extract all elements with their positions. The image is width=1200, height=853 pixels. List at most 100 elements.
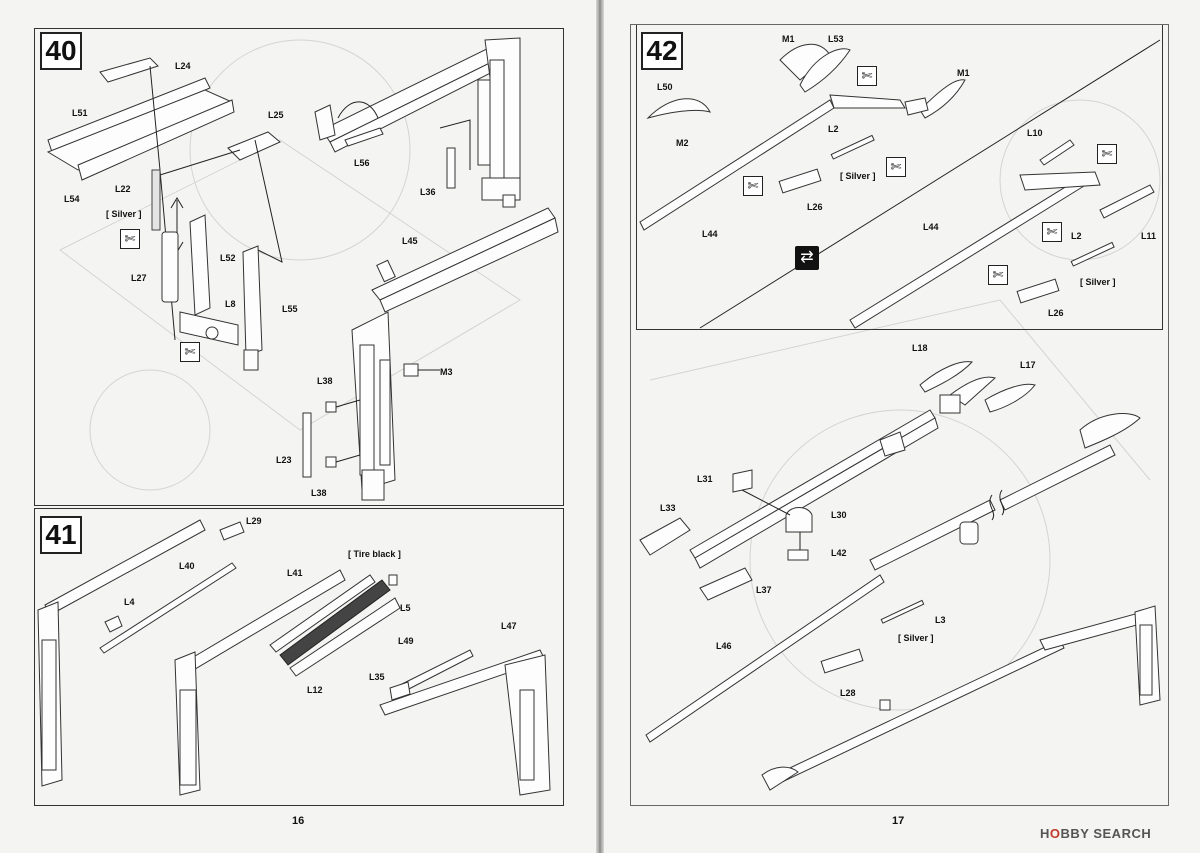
label-L51: L51 xyxy=(72,108,88,118)
step41-drawing xyxy=(37,519,551,796)
part-L33 xyxy=(639,517,691,556)
label-L5: L5 xyxy=(400,603,411,613)
part-L35 xyxy=(389,681,411,701)
label-L36: L36 xyxy=(420,187,436,197)
step40-crane-top xyxy=(314,37,521,208)
label-M1-left: M1 xyxy=(782,34,795,44)
step41-frame xyxy=(34,508,564,806)
label-L25: L25 xyxy=(268,110,284,120)
label-L53: L53 xyxy=(828,34,844,44)
label-L11: L11 xyxy=(1141,231,1157,241)
part-L31 xyxy=(732,469,753,493)
label-L41: L41 xyxy=(287,568,303,578)
step43-drawing xyxy=(639,361,1161,791)
part-L22 xyxy=(151,169,161,231)
part-L55 xyxy=(242,245,263,357)
part-L56 xyxy=(344,127,384,147)
glue-cement-icon: ✄ xyxy=(1097,144,1117,164)
glue-cement-icon: ✄ xyxy=(120,229,140,249)
part-L24 xyxy=(99,57,159,83)
label-L3: L3 xyxy=(935,615,946,625)
page-number-right: 17 xyxy=(892,815,905,827)
label-L46: L46 xyxy=(716,641,732,651)
hobby-search-watermark: HOBBY SEARCH xyxy=(1040,826,1152,841)
label-L37: L37 xyxy=(756,585,772,595)
label-L26-upper: L26 xyxy=(807,202,823,212)
glue-cement-icon: ✄ xyxy=(743,176,763,196)
label-L40: L40 xyxy=(179,561,195,571)
label-L17: L17 xyxy=(1020,360,1036,370)
label-L22: L22 xyxy=(115,184,131,194)
label-L44-upper: L44 xyxy=(702,229,718,239)
label-L2-lower: L2 xyxy=(1071,231,1082,241)
label-L35: L35 xyxy=(369,672,385,682)
part-L18 xyxy=(919,361,973,393)
label-tire-black: [ Tire black ] xyxy=(348,549,401,559)
label-M3: M3 xyxy=(440,367,453,377)
part-L53 xyxy=(799,48,851,93)
label-L30: L30 xyxy=(831,510,847,520)
part-L46 xyxy=(645,574,885,743)
label-L56: L56 xyxy=(354,158,370,168)
label-L4: L4 xyxy=(124,597,135,607)
label-L26-lower: L26 xyxy=(1048,308,1064,318)
label-silver-43: [ Silver ] xyxy=(898,633,934,643)
part-L3 xyxy=(880,599,925,624)
label-silver-42a: [ Silver ] xyxy=(840,171,876,181)
label-L33: L33 xyxy=(660,503,676,513)
part-L52 xyxy=(189,214,211,316)
part-L40 xyxy=(99,562,237,654)
part-L36 xyxy=(446,147,456,189)
label-L52: L52 xyxy=(220,253,236,263)
step40-drawing xyxy=(46,57,283,371)
glue-cement-icon: ✄ xyxy=(886,157,906,177)
part-L29 xyxy=(219,521,245,541)
part-L4 xyxy=(104,615,123,633)
step41-number: 41 xyxy=(40,516,82,554)
part-L12 xyxy=(289,597,401,677)
part-L50 xyxy=(646,98,711,119)
step40-frame xyxy=(34,28,564,506)
label-L47: L47 xyxy=(501,621,517,631)
label-L18: L18 xyxy=(912,343,928,353)
label-L42: L42 xyxy=(831,548,847,558)
step40-crane-main xyxy=(302,207,559,501)
part-M1-right xyxy=(919,79,966,119)
label-L12: L12 xyxy=(307,685,323,695)
label-M2: M2 xyxy=(676,138,689,148)
label-M1-right: M1 xyxy=(957,68,970,78)
label-L10: L10 xyxy=(1027,128,1043,138)
label-L44-lower: L44 xyxy=(923,222,939,232)
part-L17 xyxy=(984,383,1036,413)
tire-strip xyxy=(279,579,391,666)
part-L27 xyxy=(161,231,179,303)
step40-number: 40 xyxy=(40,32,82,70)
part-L45 xyxy=(376,259,396,283)
part-L37 xyxy=(699,567,753,601)
label-L28: L28 xyxy=(840,688,856,698)
part-L30 xyxy=(785,507,813,533)
book-spine xyxy=(596,0,604,853)
label-L50: L50 xyxy=(657,82,673,92)
label-L24: L24 xyxy=(175,61,191,71)
part-L2-lower xyxy=(1070,241,1115,267)
part-L26-lower xyxy=(1016,278,1060,304)
label-L55: L55 xyxy=(282,304,298,314)
step42-number: 42 xyxy=(641,32,683,70)
part-L42 xyxy=(787,549,809,561)
label-L29: L29 xyxy=(246,516,262,526)
part-L5 xyxy=(388,574,398,586)
part-L41 xyxy=(269,574,376,653)
part-L23 xyxy=(302,412,312,478)
glue-cement-icon: ✄ xyxy=(180,342,200,362)
label-L8: L8 xyxy=(225,299,236,309)
label-L2-upper: L2 xyxy=(828,124,839,134)
label-L38-upper: L38 xyxy=(317,376,333,386)
step42-drawing xyxy=(639,39,1161,329)
label-L45: L45 xyxy=(402,236,418,246)
page-number-left: 16 xyxy=(292,815,305,827)
part-L2-upper xyxy=(830,134,875,160)
glue-cement-icon: ✄ xyxy=(988,265,1008,285)
label-L54: L54 xyxy=(64,194,80,204)
